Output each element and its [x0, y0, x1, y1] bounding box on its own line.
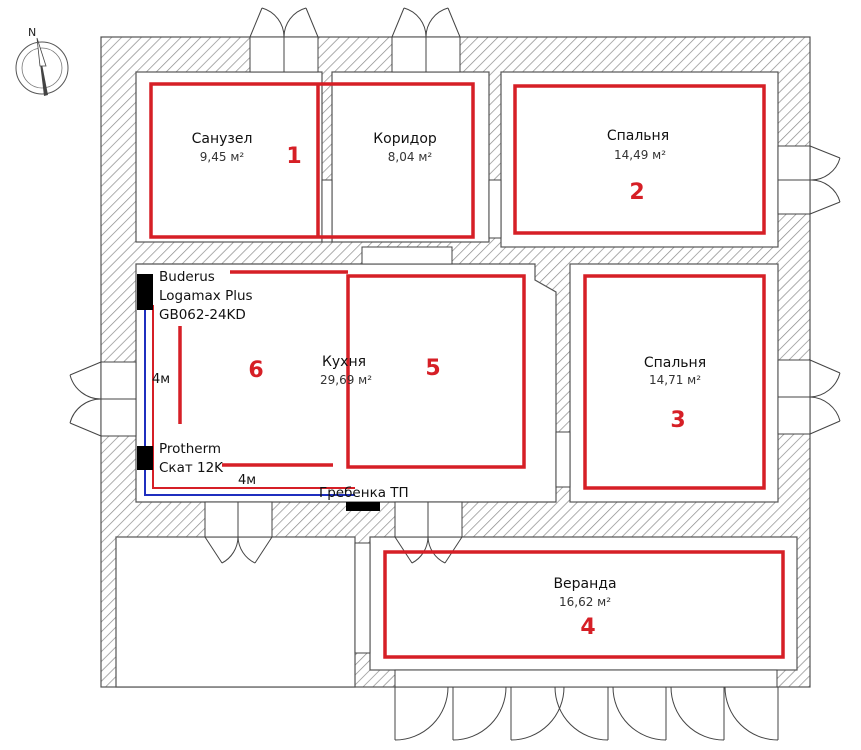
- compass-icon: N: [15, 26, 69, 96]
- zone-outline-3: [583, 274, 766, 490]
- openings: [100, 36, 811, 688]
- zone-number-1: 1: [286, 144, 301, 169]
- zone-number-2: 2: [629, 180, 644, 205]
- room-area-veranda: 16,62 м²: [559, 595, 611, 609]
- boiler1-line3: GB062-24KD: [159, 307, 246, 323]
- zone-number-4: 4: [580, 615, 595, 640]
- boiler1-line2: Logamax Plus: [159, 288, 253, 304]
- heating-zones: [149, 82, 785, 659]
- dim-horizontal-pipe: 4м: [238, 473, 256, 488]
- boiler-buderus: [137, 274, 153, 310]
- room-voids: [115, 71, 798, 688]
- zone-number-3: 3: [670, 408, 685, 433]
- boiler1-line1: Buderus: [159, 269, 215, 285]
- pipework: [144, 305, 355, 496]
- zone-outline-1: [149, 82, 475, 239]
- room-area-koridor: 8,04 м²: [388, 150, 433, 164]
- room-area-sanuzel: 9,45 м²: [200, 150, 245, 164]
- room-name-koridor: Коридор: [373, 131, 437, 147]
- zone-number-5: 5: [425, 356, 440, 381]
- room-name-veranda: Веранда: [553, 576, 616, 592]
- boiler2-line2: Скат 12K: [159, 460, 224, 476]
- compass-label: N: [28, 26, 36, 39]
- manifold-block: [346, 502, 380, 511]
- room-name-sanuzel: Санузел: [192, 131, 253, 147]
- room-name-spalnya-2: Спальня: [644, 355, 706, 371]
- boiler-protherm: [137, 446, 153, 470]
- boiler2-line1: Protherm: [159, 441, 221, 457]
- room-name-spalnya-1: Спальня: [607, 128, 669, 144]
- zone-outline-5: [346, 274, 526, 469]
- dim-vertical-pipe: 4м: [152, 372, 170, 387]
- pipe-blue: [144, 305, 355, 496]
- room-area-kukhnya: 29,69 м²: [320, 373, 372, 387]
- door-swings: [69, 7, 841, 741]
- room-area-spalnya-2: 14,71 м²: [649, 373, 701, 387]
- room-area-spalnya-1: 14,49 м²: [614, 148, 666, 162]
- zone-outline-2: [513, 84, 766, 235]
- zone-outline-4: [383, 550, 785, 659]
- room-name-kukhnya: Кухня: [322, 354, 366, 370]
- pipe-red: [152, 305, 355, 489]
- manifold-label: Гребенка ТП: [319, 485, 409, 501]
- zone-number-6: 6: [248, 358, 263, 383]
